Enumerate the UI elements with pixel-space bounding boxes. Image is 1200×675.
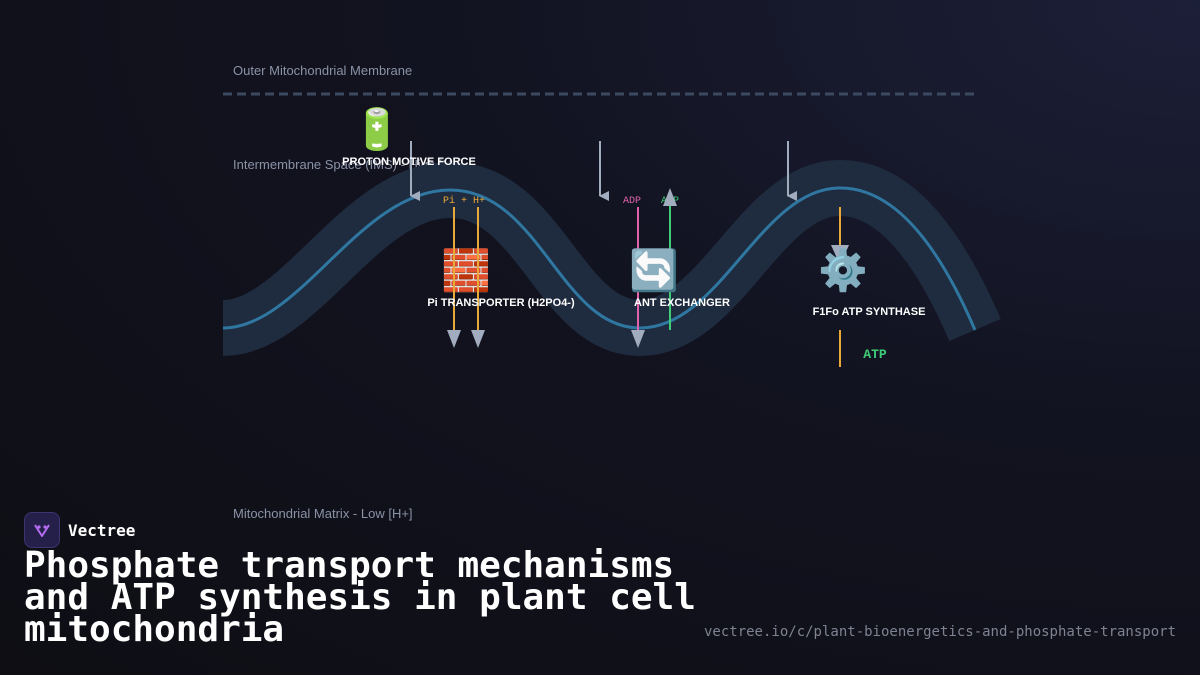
synthase-arrow-head: [831, 245, 849, 265]
outer-membrane-label: Outer Mitochondrial Membrane: [233, 63, 412, 78]
pi-flux-label: Pi + H+: [443, 195, 485, 207]
source-url[interactable]: vectree.io/c/plant-bioenergetics-and-pho…: [703, 624, 1176, 640]
page-title: Phosphate transport mechanisms and ATP s…: [24, 545, 696, 650]
intermembrane-space-label: Intermembrane Space (IMS) - High [H+]: [233, 157, 463, 172]
adp-label: ADP: [623, 196, 641, 207]
proton-motive-force-label: PROTON MOTIVE FORCE: [342, 156, 476, 168]
bricks-icon: 🧱: [441, 247, 491, 294]
atp-synthase-label: F1Fo ATP SYNTHASE: [813, 306, 926, 318]
inner-membrane-line: [222, 186, 977, 331]
pi-arrow-head-2: [471, 330, 485, 348]
gear-icon: ⚙️: [818, 247, 868, 294]
vectree-logo-icon: [24, 512, 60, 548]
pi-transporter-label: Pi TRANSPORTER (H2PO4-): [427, 297, 575, 309]
pi-arrow-head-1: [447, 330, 461, 348]
brand: Vectree: [24, 512, 135, 548]
brand-name: Vectree: [68, 520, 136, 540]
battery-icon: 🔋: [352, 106, 402, 153]
adp-arrow-head: [631, 330, 645, 348]
atp-arrow-head: [663, 188, 677, 206]
ant-exchanger-label: ANT EXCHANGER: [634, 297, 730, 309]
refresh-arrows-icon: 🔄: [629, 247, 679, 294]
atp-output-label: ATP: [863, 347, 887, 362]
matrix-label: Mitochondrial Matrix - Low [H+]: [233, 506, 413, 521]
